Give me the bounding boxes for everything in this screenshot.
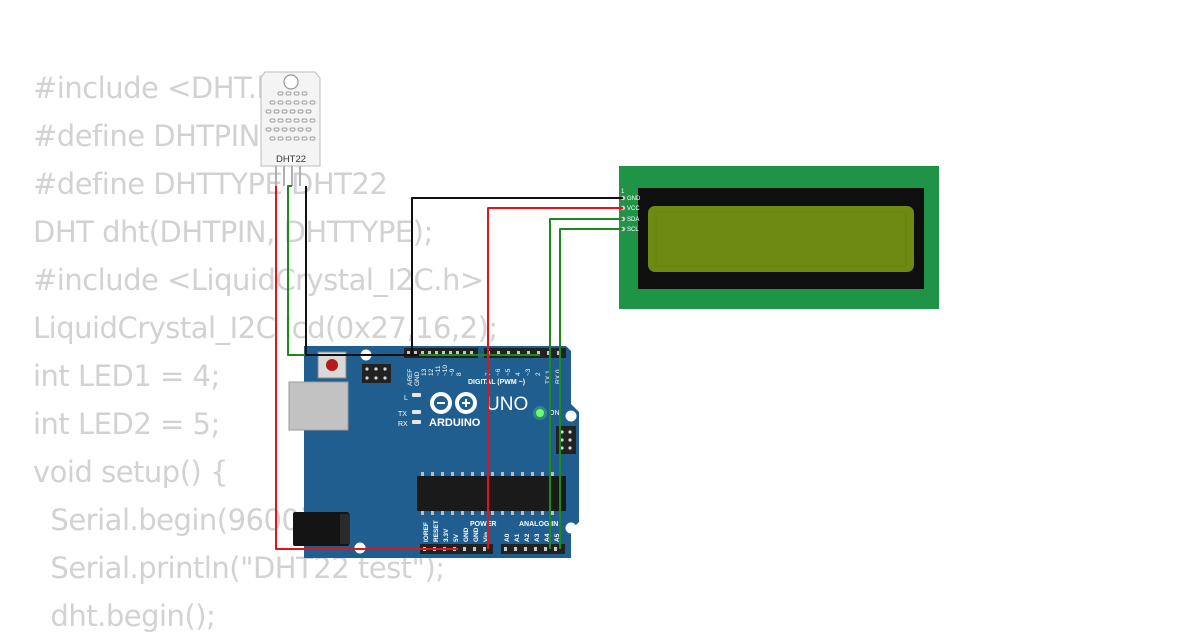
pin-label-a5: A5 [554,533,561,542]
wire-lcd-sda[interactable] [549,218,623,549]
pin-label-vin: Vin [483,532,490,542]
pin-label-aref: AREF [407,369,414,386]
lcd-pin-gnd-label: GND [627,196,641,202]
sensor-mount-hole [283,74,299,90]
analog-header-label: ANALOG IN [519,521,558,528]
dc-power-jack [293,512,349,546]
led-l-label: L [404,395,408,402]
pin-label-gnd1: GND [463,527,470,542]
code-line: int LED1 = 4; [33,359,220,393]
led-rx [412,420,421,424]
pin-label-3v3: 3.3V [443,528,450,542]
lcd-screen [648,206,914,272]
digital-header-right [484,348,566,358]
pin-label-a0: A0 [504,533,511,542]
arduino-infinity-logo-icon [430,392,477,414]
pin-label-d3: ~3 [525,368,532,376]
icsp-header-left [362,364,391,383]
pin-label-a1: A1 [514,533,521,542]
wire-lcd-vcc[interactable] [487,207,623,549]
pin-label-rx0: RX 0 [555,369,562,384]
usb-port [288,381,349,431]
wire-dht-gnd[interactable] [305,186,419,356]
pin-label-d10: ~10 [442,365,449,376]
lcd-pin-sda-label: SDA [627,217,639,223]
wire-lcd-scl[interactable] [559,228,623,549]
power-header-label: POWER [470,521,496,528]
pin-label-d2: 2 [535,372,542,376]
arduino-uno[interactable]: UNO ARDUINO DIGITAL (PWM ~) POWER ANALOG… [288,346,579,558]
sensor-vent-grid [265,91,316,141]
power-led-on [536,409,544,417]
pin-label-ioref: IOREF [423,522,430,542]
lcd-char-cells [655,211,907,267]
pin-label-a3: A3 [534,533,541,542]
pin-label-a2: A2 [524,533,531,542]
reset-button-cap [326,359,338,371]
pin-label-a4: A4 [544,533,551,542]
lcd-1602-i2c[interactable]: 1 GND VCC SDA SCL [619,166,939,309]
led-tx [412,410,421,414]
atmega-chip [417,476,566,511]
code-line: #include <LiquidCrystal_I2C.h> [33,263,484,297]
pin-label-d5: ~5 [505,368,512,376]
lcd-pin-scl-label: SCL [627,227,639,233]
code-line: DHT dht(DHTPIN, DHTTYPE); [33,215,433,249]
wires [275,185,623,550]
power-led-label: ON [549,410,560,417]
digital-header-label: DIGITAL (PWM ~) [468,379,525,386]
board-model-label: UNO [486,394,528,415]
pin-label-d12: 12 [428,368,435,376]
dht22-sensor[interactable]: DHT22 [260,71,321,186]
analog-header [501,544,565,554]
digital-header-left [404,348,478,358]
pin-label-5v: 5V [453,533,460,542]
lcd-pin1-marker: 1 [621,189,625,195]
led-tx-label: TX [398,411,407,418]
pin-label-d6: ~6 [495,368,502,376]
board-brand-label: ARDUINO [429,417,481,429]
code-line: LiquidCrystal_I2C lcd(0x27,16,2); [33,311,498,345]
lcd-pin-vcc-label: VCC [627,206,640,212]
pin-label-d9: ~9 [449,368,456,376]
code-line: dht.begin(); [33,599,216,633]
pin-label-gnd2: GND [473,527,480,542]
pin-label-tx1: TX 1 [545,370,552,384]
pin-label-d8: 8 [456,372,463,376]
pin-label-d13: 13 [421,368,428,376]
code-line: void setup() { [33,455,229,489]
wire-dht-data[interactable] [287,185,540,356]
pin-label-gnd-top: GND [414,371,421,386]
wire-lcd-gnd[interactable] [411,197,623,355]
wire-dht-vcc[interactable] [275,186,458,550]
code-line: int LED2 = 5; [33,407,220,441]
led-l [412,393,421,397]
sensor-pins [275,166,301,186]
pin-label-reset: RESET [433,520,440,542]
pin-label-d11: ~11 [435,365,442,376]
code-line: #define DHTTYPE DHT22 [33,167,388,201]
sensor-label: DHT22 [276,154,306,165]
pin-label-d4: 4 [515,372,522,376]
led-rx-label: RX [398,421,408,428]
